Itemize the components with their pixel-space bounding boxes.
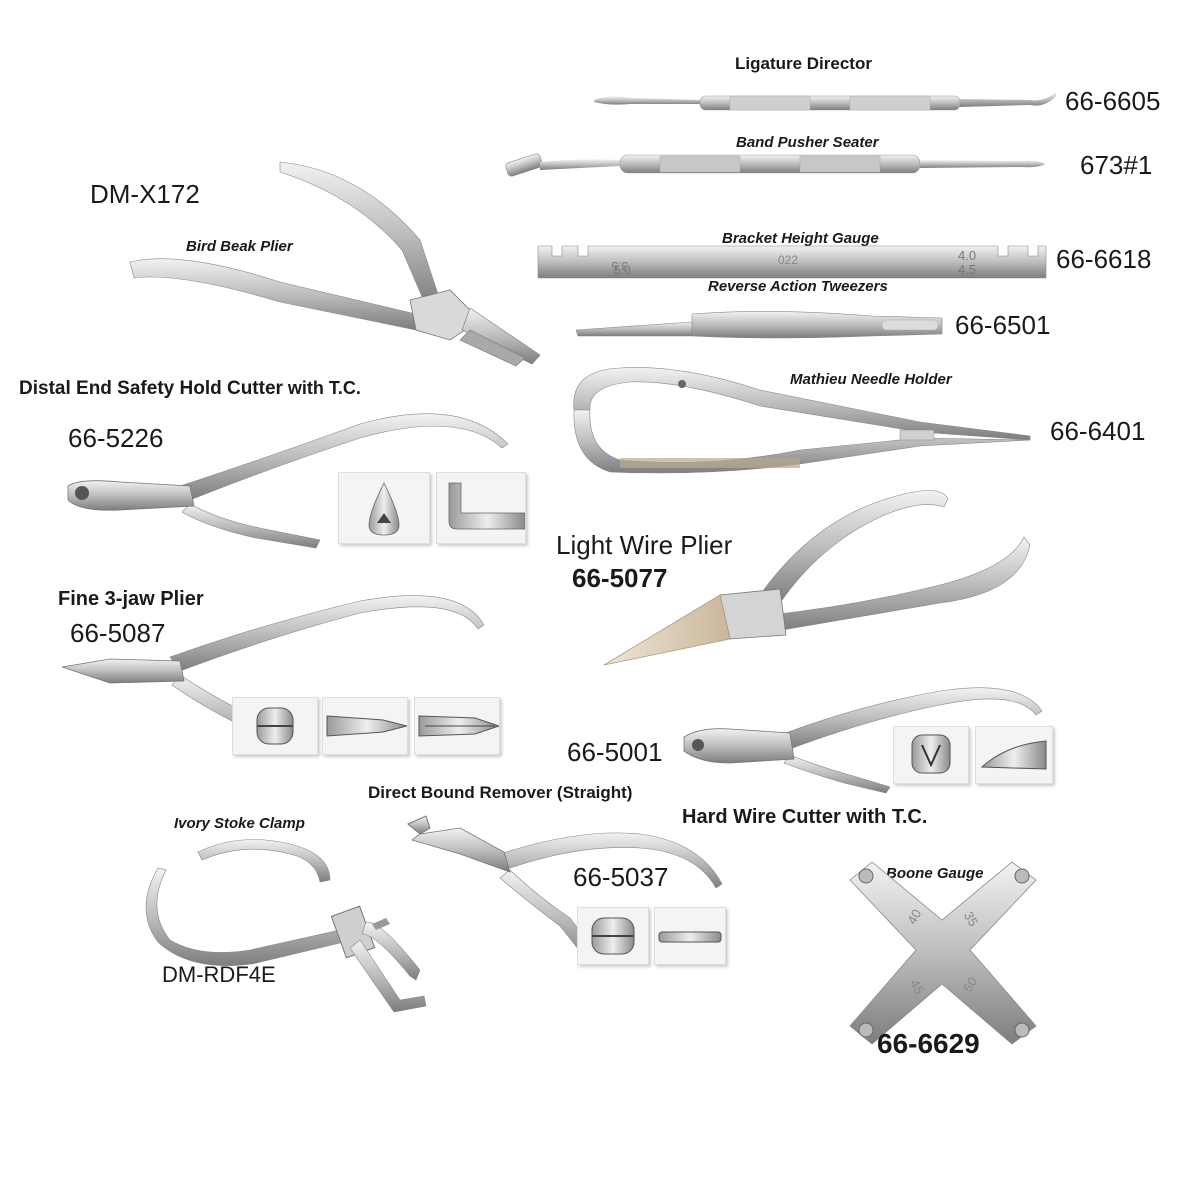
mathieu-image — [573, 367, 1031, 474]
hard-wire-name: Hard Wire Cutter with T.C. — [682, 806, 928, 828]
ivory-clamp-image — [145, 839, 427, 1013]
bracket-gauge-code: 66-6618 — [1056, 244, 1152, 274]
bracket-gauge-mark-2: 5.0 — [614, 263, 631, 277]
fine-3jaw-code: 66-5087 — [70, 618, 166, 648]
boone-gauge-mark-4: 50 — [960, 975, 980, 995]
bracket-gauge-mark-3: 022 — [778, 253, 798, 267]
ligature-director-name: Ligature Director — [735, 54, 872, 73]
distal-end-name: Distal End Safety Hold Cutter with T.C. — [19, 378, 361, 400]
light-wire-image — [603, 490, 1031, 666]
direct-bound-image — [407, 815, 723, 965]
distal-end-name-suffix: with T.C. — [282, 378, 361, 398]
reverse-tweezers-image — [575, 311, 943, 339]
boone-gauge-mark-1: 40 — [904, 907, 924, 927]
ligature-director-image — [594, 92, 1056, 111]
fine-3jaw-detail-3 — [414, 697, 501, 755]
boone-gauge-mark-2: 35 — [961, 909, 981, 929]
reverse-tweezers-code: 66-6501 — [955, 310, 1051, 340]
band-pusher-name: Band Pusher Seater — [736, 134, 879, 151]
bracket-gauge-name: Bracket Height Gauge — [722, 230, 879, 247]
band-pusher-code: 673#1 — [1080, 150, 1153, 180]
reverse-tweezers-name: Reverse Action Tweezers — [708, 278, 888, 295]
distal-end-image — [67, 413, 509, 549]
hard-wire-image — [683, 687, 1043, 794]
boone-gauge-code: 66-6629 — [877, 1028, 980, 1059]
ivory-clamp-name: Ivory Stoke Clamp — [174, 815, 305, 832]
distal-end-detail-2 — [436, 472, 526, 544]
bird-beak-name: Bird Beak Plier — [186, 238, 293, 255]
hard-wire-detail-2 — [975, 726, 1053, 784]
boone-gauge-mark-3: 45 — [907, 977, 927, 997]
bird-beak-code: DM-X172 — [90, 179, 200, 209]
direct-bound-code: 66-5037 — [573, 862, 669, 892]
direct-bound-detail-2 — [654, 907, 726, 965]
light-wire-name: Light Wire Plier — [556, 530, 733, 560]
bracket-gauge-mark-4: 4.0 — [958, 248, 976, 263]
fine-3jaw-name: Fine 3-jaw Plier — [58, 588, 204, 610]
ivory-clamp-code: DM-RDF4E — [162, 962, 276, 987]
boone-gauge-name: Boone Gauge — [886, 865, 984, 882]
direct-bound-name: Direct Bound Remover (Straight) — [368, 783, 633, 802]
fine-3jaw-detail-1 — [232, 697, 318, 755]
light-wire-code: 66-5077 — [572, 563, 668, 593]
fine-3jaw-detail-2 — [322, 697, 408, 755]
bracket-gauge-mark-1: 3.5 — [611, 259, 628, 273]
bracket-gauge-mark-5: 4.5 — [958, 262, 976, 277]
mathieu-name: Mathieu Needle Holder — [790, 371, 952, 388]
distal-end-detail-1 — [338, 472, 430, 544]
hard-wire-code: 66-5001 — [567, 737, 663, 767]
hard-wire-detail-1 — [893, 726, 969, 784]
bracket-gauge-image: 3.5 5.0 022 4.0 4.5 — [537, 245, 1047, 279]
distal-end-code: 66-5226 — [68, 423, 164, 453]
mathieu-code: 66-6401 — [1050, 416, 1146, 446]
distal-end-name-main: Distal End Safety Hold Cutter — [19, 378, 283, 399]
boone-gauge-image: 40 35 45 50 — [849, 861, 1037, 1045]
bird-beak-image — [129, 161, 541, 367]
band-pusher-image — [505, 153, 1045, 177]
ligature-director-code: 66-6605 — [1065, 86, 1161, 116]
direct-bound-detail-1 — [577, 907, 649, 965]
